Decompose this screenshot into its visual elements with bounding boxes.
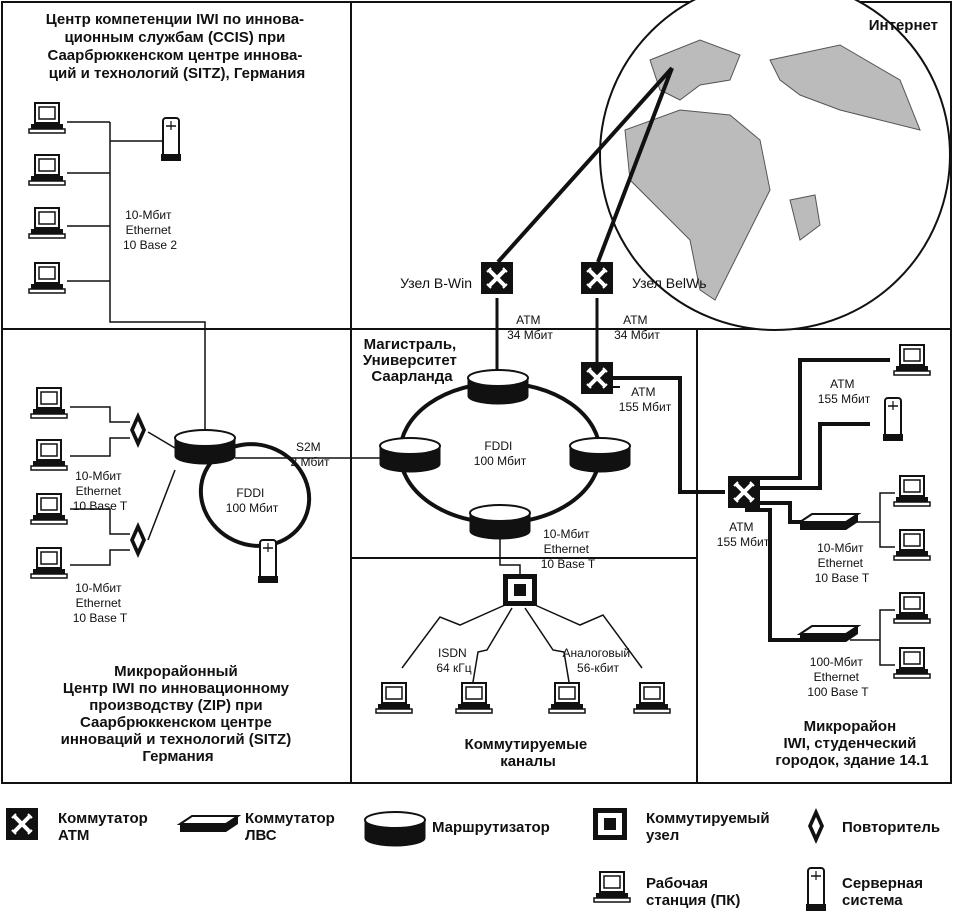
legend-lan-switch-icon: [179, 815, 239, 833]
atm-switch-icon: [479, 260, 515, 296]
legend-atm-switch: Коммутатор ATM: [58, 810, 152, 844]
legend-router: Маршрутизатор: [432, 819, 550, 836]
router-icon: [379, 437, 441, 473]
label-isdn: ISDN 64 кГц: [436, 646, 471, 675]
workstation-icon: [28, 262, 66, 294]
workstation-icon: [893, 529, 931, 561]
region-title-campus: Микрорайон IWI, студенческий городок, зд…: [775, 718, 928, 769]
region-title-dialup: Коммутируемые каналы: [465, 736, 592, 770]
router-icon: [469, 504, 531, 540]
label-atm155-campus-switch: ATM 155 Мбит: [717, 520, 770, 549]
legend-dialup-node: Коммутируемый узел: [646, 810, 774, 844]
globe-icon: [599, 0, 951, 331]
workstation-icon: [28, 207, 66, 239]
repeater-icon: [130, 412, 146, 448]
legend-repeater-icon: [808, 808, 824, 844]
lan-switch-icon: [799, 625, 859, 643]
label-atm34-a: ATM 34 Мбит: [507, 313, 553, 342]
repeater-icon: [130, 522, 146, 558]
workstation-icon: [30, 387, 68, 419]
workstation-icon: [893, 647, 931, 679]
region-title-backbone: Магистраль, Университет Саарланда: [363, 336, 461, 385]
lan-switch-icon: [799, 513, 859, 531]
legend: Коммутатор ATM Коммутатор ЛВС Маршрутиза…: [4, 806, 940, 912]
legend-dialup-node-icon: [593, 808, 627, 840]
label-atm155-backbone: ATM 155 Мбит: [619, 385, 672, 414]
legend-server: Серверная система: [842, 875, 927, 909]
region-title-internet: Интернет: [869, 17, 938, 34]
label-ethernet-10baset-2: 10-Мбит Ethernet 10 Base T: [73, 581, 128, 625]
legend-server-icon: [805, 867, 827, 912]
label-fddi-small: FDDI 100 Мбит: [226, 486, 279, 515]
workstation-icon: [30, 547, 68, 579]
label-fddi-main: FDDI 100 Мбит: [474, 439, 527, 468]
router-icon: [467, 369, 529, 405]
atm-switch-icon: [726, 474, 762, 510]
label-ethernet-campus-100: 100-Мбит Ethernet 100 Base T: [807, 655, 869, 699]
label-node-belwue: Узел BelWь: [632, 275, 707, 291]
router-icon: [174, 429, 236, 465]
server-icon: [257, 539, 279, 584]
label-node-bwin: Узел B-Win: [400, 275, 472, 291]
workstation-icon: [30, 439, 68, 471]
server-icon: [160, 117, 182, 162]
legend-repeater: Повторитель: [842, 819, 940, 836]
workstation-icon: [28, 154, 66, 186]
legend-atm-switch-icon: [4, 806, 40, 842]
router-icon: [569, 437, 631, 473]
workstation-icon: [30, 493, 68, 525]
atm-switch-icon: [579, 360, 615, 396]
workstation-icon: [28, 102, 66, 134]
workstation-icon: [633, 682, 671, 714]
label-ethernet-campus-10: 10-Мбит Ethernet 10 Base T: [815, 541, 870, 585]
legend-workstation: Рабочая станция (ПК): [646, 875, 740, 909]
workstation-icon: [893, 592, 931, 624]
label-s2m: S2M 2 Мбит: [290, 440, 330, 469]
workstation-icon: [893, 475, 931, 507]
legend-workstation-icon: [593, 871, 631, 903]
workstation-icon: [375, 682, 413, 714]
legend-router-icon: [364, 811, 426, 847]
region-title-zip: Микрорайонный Центр IWI по инновационном…: [61, 663, 296, 765]
workstation-icon: [548, 682, 586, 714]
region-title-ccis: Центр компетенции IWI по иннова- ционным…: [46, 11, 308, 82]
atm-switch-icon: [579, 260, 615, 296]
label-analog: Аналоговый 56-кбит: [563, 646, 634, 675]
dialup-node-icon: [503, 574, 537, 606]
server-icon: [882, 397, 904, 442]
workstation-icon: [893, 344, 931, 376]
label-atm34-b: ATM 34 Мбит: [614, 313, 660, 342]
label-atm155-campus-top: ATM 155 Мбит: [818, 377, 871, 406]
label-ethernet-10base2: 10-Мбит Ethernet 10 Base 2: [123, 208, 177, 252]
label-ethernet-backbone: 10-Мбит Ethernet 10 Base T: [541, 527, 596, 571]
legend-lan-switch: Коммутатор ЛВС: [245, 810, 339, 844]
label-ethernet-10baset-1: 10-Мбит Ethernet 10 Base T: [73, 469, 128, 513]
workstation-icon: [455, 682, 493, 714]
